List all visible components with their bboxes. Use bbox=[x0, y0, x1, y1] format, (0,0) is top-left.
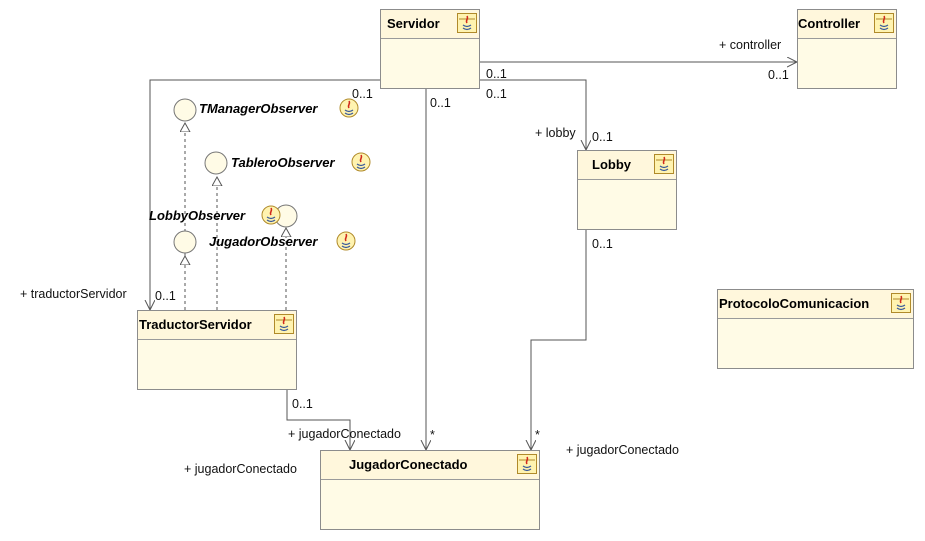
assoc-servidor-lobby bbox=[480, 79, 586, 150]
class-name: TraductorServidor bbox=[139, 317, 252, 332]
interface-tmanager-label[interactable]: TManagerObserver bbox=[199, 101, 318, 116]
class-name: ProtocoloComunicacion bbox=[719, 296, 870, 311]
java-interface-icon bbox=[339, 98, 359, 118]
java-interface-icon bbox=[336, 231, 356, 251]
java-class-icon bbox=[654, 154, 674, 174]
assoc-servidor-traductor bbox=[150, 79, 385, 310]
mult-lobby-jugador: * bbox=[535, 428, 540, 442]
role-lobby: + lobby bbox=[535, 126, 576, 140]
java-interface-icon bbox=[351, 152, 371, 172]
role-traductor-jugador-top: + jugadorConectado bbox=[288, 427, 401, 441]
mult-controller-target: 0..1 bbox=[768, 68, 789, 82]
interface-circle-tablero bbox=[204, 151, 228, 175]
class-controller-header: Controller bbox=[798, 10, 896, 39]
class-traductor-servidor[interactable]: TraductorServidor bbox=[137, 310, 297, 390]
class-name: Servidor bbox=[387, 16, 440, 31]
interface-tablero-label[interactable]: TableroObserver bbox=[231, 155, 335, 170]
mult-servidor-jugador: 0..1 bbox=[430, 96, 451, 110]
class-servidor[interactable]: Servidor bbox=[380, 9, 480, 89]
java-class-icon bbox=[891, 293, 911, 313]
java-class-icon bbox=[457, 13, 477, 33]
java-interface-icon bbox=[261, 205, 281, 225]
role-traductor-jugador-left: + jugadorConectado bbox=[184, 462, 297, 476]
class-name: Lobby bbox=[592, 157, 631, 172]
mult-lobby-source: 0..1 bbox=[592, 237, 613, 251]
java-class-icon bbox=[274, 314, 294, 334]
class-servidor-header: Servidor bbox=[381, 10, 479, 39]
class-traductor-header: TraductorServidor bbox=[138, 311, 296, 340]
interface-jugadorobs-label[interactable]: JugadorObserver bbox=[209, 234, 318, 249]
class-jugador-header: JugadorConectado bbox=[321, 451, 539, 480]
mult-lobby-target: 0..1 bbox=[592, 130, 613, 144]
role-traductor: + traductorServidor bbox=[20, 287, 127, 301]
role-controller: + controller bbox=[719, 38, 782, 52]
class-controller[interactable]: Controller bbox=[797, 9, 897, 89]
role-lobby-jugador: + jugadorConectado bbox=[566, 443, 679, 457]
assoc-lobby-jugador bbox=[531, 229, 587, 450]
class-name: Controller bbox=[798, 16, 861, 31]
mult-servidor-lobby: 0..1 bbox=[486, 87, 507, 101]
interface-lobbyobs-label[interactable]: LobbyObserver bbox=[149, 208, 246, 223]
java-class-icon bbox=[874, 13, 894, 33]
mult-traductor-source: 0..1 bbox=[292, 397, 313, 411]
java-class-icon bbox=[517, 454, 537, 474]
mult-traductor-target: 0..1 bbox=[155, 289, 176, 303]
assoc-traductor-jugador bbox=[286, 389, 350, 450]
class-protocolo-comunicacion[interactable]: ProtocoloComunicacion bbox=[717, 289, 914, 369]
class-name: JugadorConectado bbox=[349, 457, 468, 472]
interface-circle-lobbyobs bbox=[173, 230, 197, 254]
class-jugador-conectado[interactable]: JugadorConectado bbox=[320, 450, 540, 530]
interface-circle-tmanager bbox=[173, 98, 197, 122]
mult-servidor-jugador-target: * bbox=[430, 428, 435, 442]
class-lobby[interactable]: Lobby bbox=[577, 150, 677, 230]
class-lobby-header: Lobby bbox=[578, 151, 676, 180]
mult-servidor-ctrl: 0..1 bbox=[486, 67, 507, 81]
mult-servidor-traductor: 0..1 bbox=[352, 87, 373, 101]
class-protocolo-header: ProtocoloComunicacion bbox=[718, 290, 913, 319]
